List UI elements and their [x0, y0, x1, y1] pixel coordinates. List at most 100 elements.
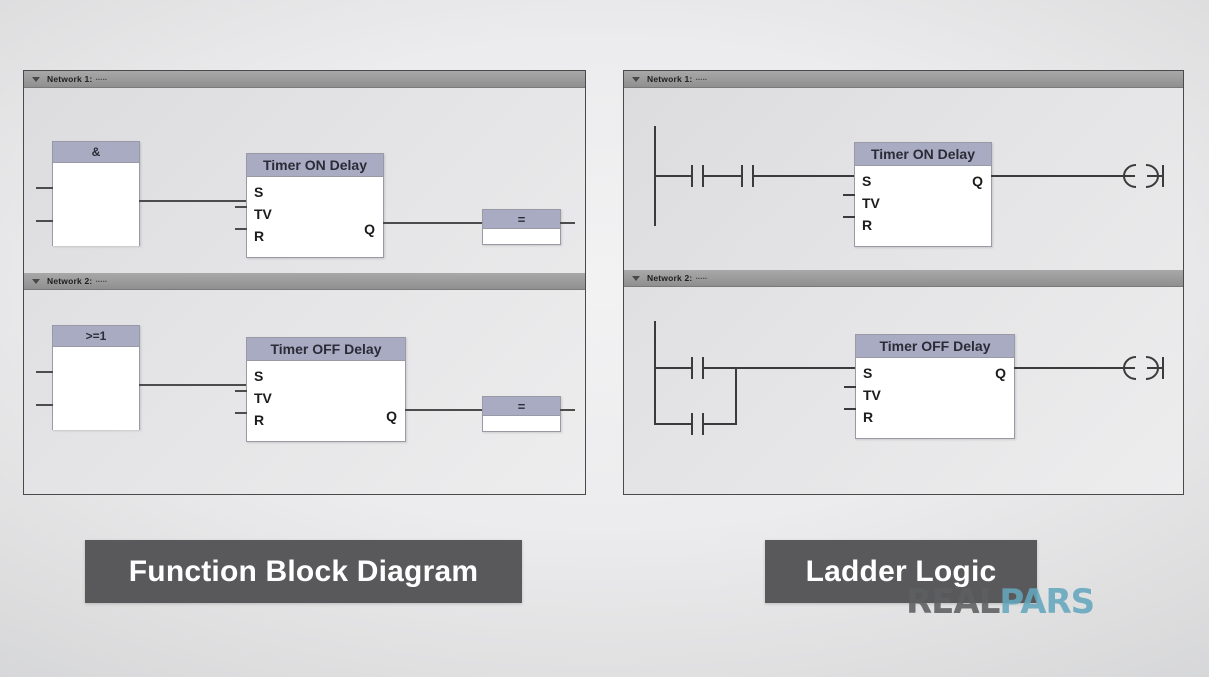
ladder-rung-1-seg-2 — [703, 175, 741, 177]
ladder-rung-2-seg-out — [1014, 367, 1124, 369]
caption-function-block-diagram: Function Block Diagram — [85, 540, 522, 603]
fbd-timer-on-delay-body: S TV R Q — [247, 177, 383, 257]
fbd-compare-block-1-title: = — [483, 210, 560, 229]
fbd-timer-on-tv-wire — [235, 206, 247, 208]
ladder-rung-2-merged — [735, 367, 857, 369]
fbd-timer-on-q-wire — [383, 222, 482, 224]
fbd-timer-off-delay-body: S TV R Q — [247, 361, 405, 441]
fbd-network-2-comment: ····· — [95, 276, 108, 286]
ladder-rung-1-seg-3 — [753, 175, 854, 177]
ladder-timer-off-delay-body: S TV R Q — [856, 358, 1014, 438]
fbd-and-input-2-wire — [36, 220, 53, 222]
fbd-and-block-title: & — [53, 142, 139, 163]
fbd-timer-off-delay-title: Timer OFF Delay — [247, 338, 405, 361]
fbd-timer-off-pin-r: R — [254, 412, 265, 428]
ladder-rung-1-seg-4 — [991, 175, 1124, 177]
ladder-timer-off-pin-r: R — [863, 409, 874, 425]
ladder-timer-off-pin-s: S — [863, 365, 873, 381]
collapse-triangle-icon[interactable] — [32, 278, 40, 284]
ladder-network-1-body: Timer ON Delay S TV R Q — [624, 88, 1183, 270]
caption-fbd-text: Function Block Diagram — [128, 554, 479, 588]
ladder-network-2-body: Timer OFF Delay S TV R Q — [624, 287, 1183, 494]
fbd-network-2-body: >=1 Timer OFF Delay S TV R Q = — [24, 290, 585, 494]
fbd-timer-off-tv-wire — [235, 390, 247, 392]
fbd-timer-on-delay-title: Timer ON Delay — [247, 154, 383, 177]
fbd-network-2-header[interactable]: Network 2: ····· — [24, 273, 585, 290]
fbd-timer-on-pin-r: R — [254, 228, 265, 244]
fbd-timer-off-pin-s: S — [254, 368, 264, 384]
ladder-rung-2-top-seg-1 — [654, 367, 691, 369]
fbd-and-input-1-wire — [36, 187, 53, 189]
fbd-or-input-2-wire — [36, 404, 53, 406]
realpars-logo-real: REAL — [906, 582, 1000, 622]
ladder-network-1-header[interactable]: Network 1: ····· — [624, 71, 1183, 88]
fbd-network-1-label: Network 1: — [47, 74, 93, 84]
ladder-network-1-label: Network 1: — [647, 74, 693, 84]
fbd-timer-on-r-wire — [235, 228, 247, 230]
ladder-timer-on-pin-s: S — [862, 173, 872, 189]
fbd-or-block[interactable]: >=1 — [52, 325, 140, 430]
ladder-rung-2-bottom-seg-2 — [703, 423, 737, 425]
fbd-or-input-1-wire — [36, 371, 53, 373]
realpars-logo: REAL PARS — [906, 582, 1095, 622]
ladder-network-2-comment: ····· — [695, 273, 708, 283]
fbd-timer-off-q-wire — [405, 409, 482, 411]
ladder-timer-off-tv-stub — [844, 386, 856, 388]
fbd-or-block-title: >=1 — [53, 326, 139, 347]
fbd-timer-on-pin-q: Q — [364, 221, 375, 237]
ladder-rung-1-seg-1 — [654, 175, 691, 177]
ladder-timer-on-pin-tv: TV — [862, 195, 880, 211]
fbd-network-1-header[interactable]: Network 1: ····· — [24, 71, 585, 88]
fbd-timer-on-delay-block[interactable]: Timer ON Delay S TV R Q — [246, 153, 384, 258]
fbd-or-output-wire — [139, 384, 246, 386]
ladder-rung-2-bottom-seg-1 — [654, 423, 691, 425]
fbd-compare-block-1[interactable]: = — [482, 209, 561, 245]
fbd-compare-block-1-output-wire — [560, 222, 575, 224]
fbd-and-block-body — [53, 163, 139, 246]
fbd-timer-on-pin-s: S — [254, 184, 264, 200]
function-block-diagram-panel: Network 1: ····· & Timer ON Delay S TV R — [23, 70, 586, 495]
ladder-timer-on-r-stub — [843, 216, 855, 218]
ladder-timer-on-pin-q: Q — [972, 173, 983, 189]
fbd-compare-block-2-title: = — [483, 397, 560, 416]
collapse-triangle-icon[interactable] — [32, 76, 40, 82]
fbd-compare-block-2-output-wire — [560, 409, 575, 411]
ladder-timer-off-delay-block[interactable]: Timer OFF Delay S TV R Q — [855, 334, 1015, 439]
ladder-timer-off-delay-title: Timer OFF Delay — [856, 335, 1014, 358]
ladder-timer-on-delay-title: Timer ON Delay — [855, 143, 991, 166]
fbd-timer-off-pin-q: Q — [386, 408, 397, 424]
realpars-logo-pars: PARS — [999, 582, 1095, 622]
caption-ladder-text: Ladder Logic — [805, 554, 997, 588]
ladder-network-1-comment: ····· — [695, 74, 708, 84]
ladder-rung-2-top-seg-2 — [703, 367, 737, 369]
ladder-timer-on-tv-stub — [843, 194, 855, 196]
ladder-power-rail-2 — [654, 321, 656, 424]
ladder-timer-off-pin-tv: TV — [863, 387, 881, 403]
fbd-timer-off-r-wire — [235, 412, 247, 414]
fbd-and-block[interactable]: & — [52, 141, 140, 246]
ladder-output-coil-2[interactable] — [1122, 355, 1168, 381]
ladder-logic-panel: Network 1: ····· Timer ON Delay S — [623, 70, 1184, 495]
fbd-compare-block-2-body — [483, 416, 560, 431]
collapse-triangle-icon[interactable] — [632, 275, 640, 281]
fbd-timer-off-pin-tv: TV — [254, 390, 272, 406]
ladder-output-coil-1[interactable] — [1122, 163, 1168, 189]
fbd-timer-off-delay-block[interactable]: Timer OFF Delay S TV R Q — [246, 337, 406, 442]
ladder-timer-off-r-stub — [844, 408, 856, 410]
fbd-network-1-body: & Timer ON Delay S TV R Q — [24, 88, 585, 273]
fbd-network-2-label: Network 2: — [47, 276, 93, 286]
fbd-and-output-wire — [139, 200, 246, 202]
ladder-timer-on-pin-r: R — [862, 217, 873, 233]
ladder-network-2-header[interactable]: Network 2: ····· — [624, 270, 1183, 287]
fbd-compare-block-1-body — [483, 229, 560, 244]
ladder-timer-off-pin-q: Q — [995, 365, 1006, 381]
collapse-triangle-icon[interactable] — [632, 76, 640, 82]
fbd-timer-on-pin-tv: TV — [254, 206, 272, 222]
fbd-compare-block-2[interactable]: = — [482, 396, 561, 432]
caption-ladder-logic: Ladder Logic — [765, 540, 1037, 603]
ladder-timer-on-delay-block[interactable]: Timer ON Delay S TV R Q — [854, 142, 992, 247]
ladder-network-2-label: Network 2: — [647, 273, 693, 283]
fbd-network-1-comment: ····· — [95, 74, 108, 84]
fbd-or-block-body — [53, 347, 139, 430]
